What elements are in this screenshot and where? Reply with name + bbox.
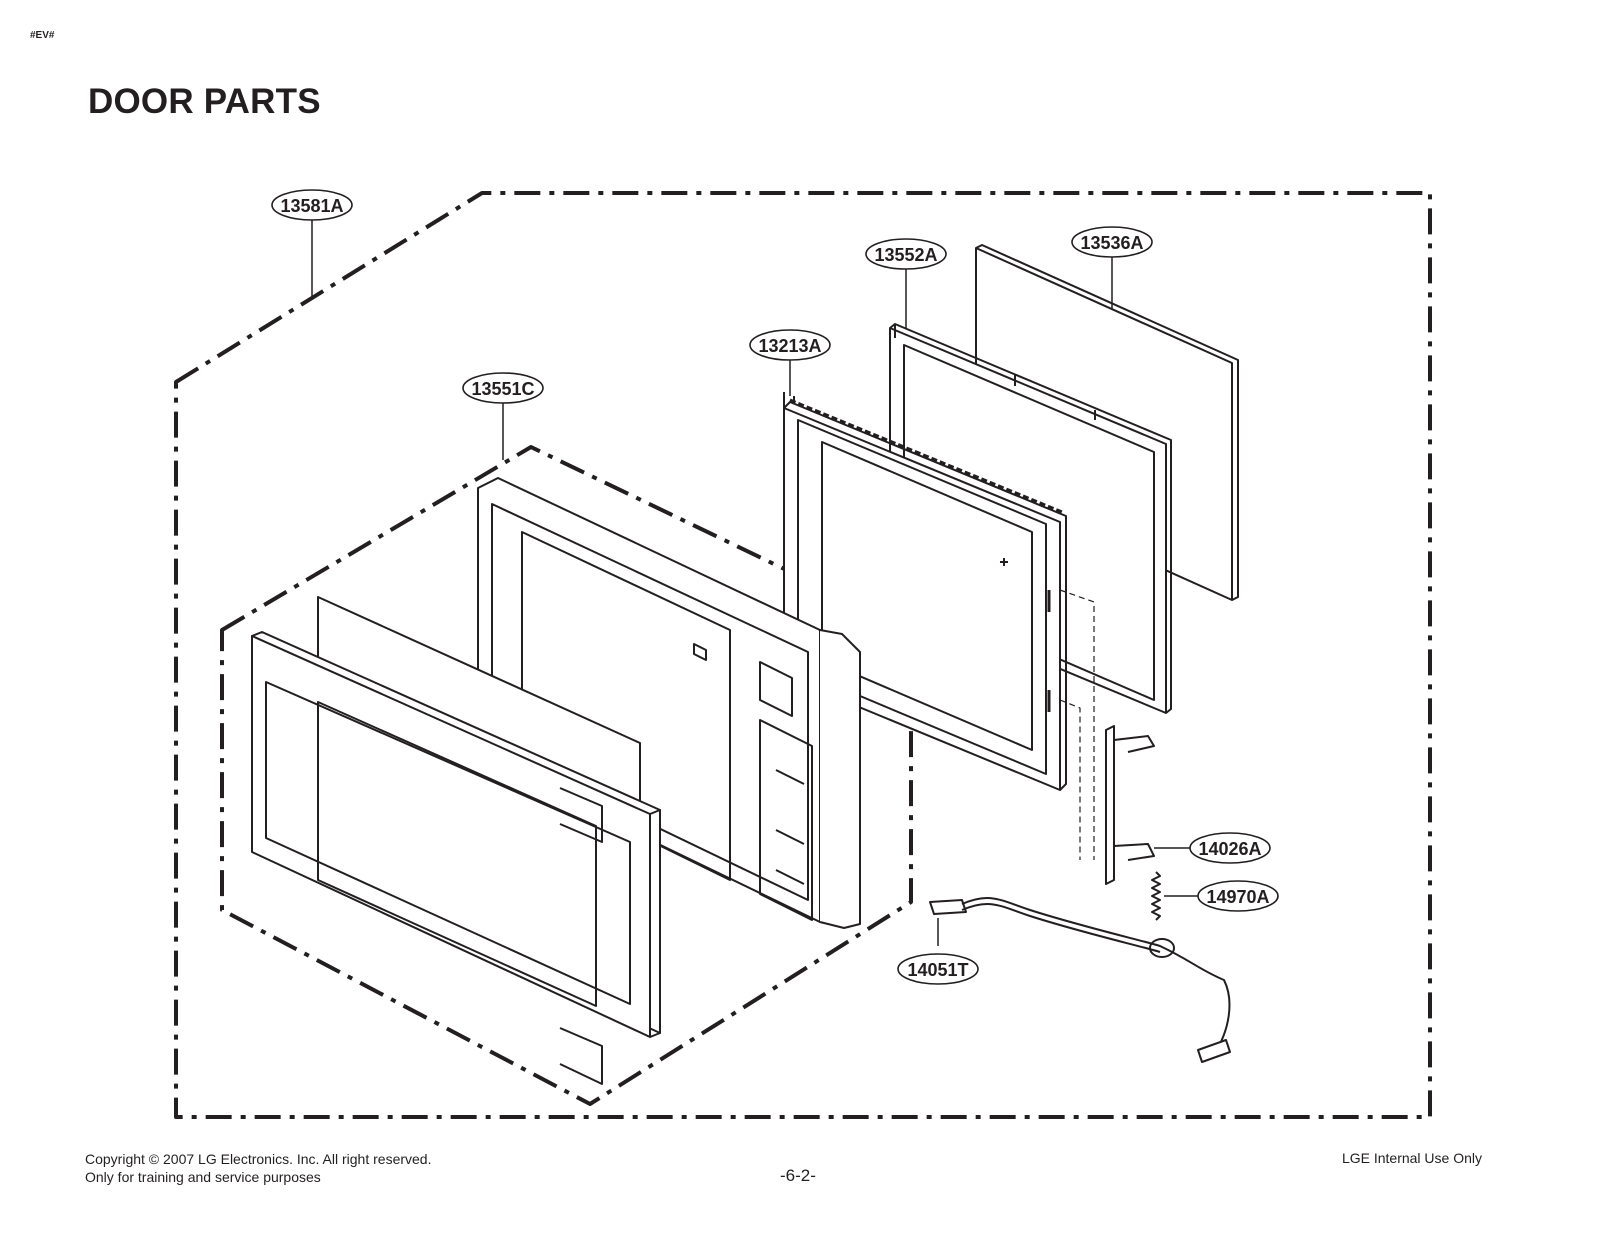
callout-oval-13213a <box>749 329 831 361</box>
front-frame-boundary <box>220 445 913 1106</box>
callout-oval-14970a <box>1197 880 1279 912</box>
callout-label-13213a: 13213A <box>758 336 821 356</box>
callout-oval-14026a <box>1189 832 1271 864</box>
callout-label-14051t: 14051T <box>907 960 968 980</box>
footer-left: Copyright © 2007 LG Electronics. Inc. Al… <box>85 1150 431 1186</box>
callout-oval-13581a <box>271 189 353 221</box>
latch-spring <box>1151 871 1161 921</box>
callout-label-13581a: 13581A <box>280 196 343 216</box>
page-number: -6-2- <box>780 1166 816 1185</box>
callout-ovals <box>271 189 1279 985</box>
callout-label-13552a: 13552A <box>874 245 937 265</box>
copyright-text: Copyright © 2007 LG Electronics. Inc. Al… <box>85 1151 432 1167</box>
callout-oval-14051t <box>897 953 979 985</box>
callout-oval-13536a <box>1071 226 1153 258</box>
classification-text: LGE Internal Use Only <box>1341 1150 1482 1166</box>
callout-label-13536a: 13536A <box>1080 233 1143 253</box>
usage-note: Only for training and service purposes <box>85 1169 321 1185</box>
callout-label-14970a: 14970A <box>1206 887 1269 907</box>
callout-label-14026a: 14026A <box>1198 839 1261 859</box>
callout-oval-13551c <box>462 372 544 404</box>
front-frame <box>251 631 661 1085</box>
leader-lines <box>311 218 1198 946</box>
door-frame <box>477 477 861 929</box>
latch-hooks <box>1059 589 1155 885</box>
wire-harness <box>929 897 1231 1063</box>
callout-oval-13552a <box>865 238 947 270</box>
corner-tag: #EV# <box>30 30 55 41</box>
callout-label-13551c: 13551C <box>471 379 534 399</box>
assembly-boundary <box>174 191 1432 1119</box>
page-title: DOOR PARTS <box>88 82 321 121</box>
